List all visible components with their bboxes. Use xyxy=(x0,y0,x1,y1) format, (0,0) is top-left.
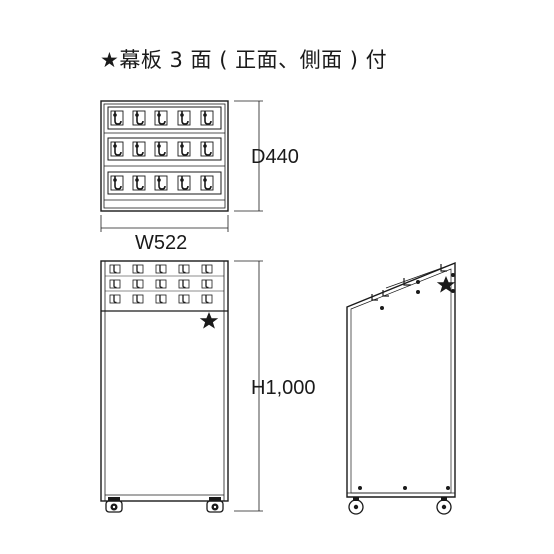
width-dimension-line xyxy=(100,215,229,232)
front-view xyxy=(100,260,229,513)
tray-row-3 xyxy=(107,171,222,195)
depth-dimension-line xyxy=(234,100,263,212)
top-view xyxy=(100,100,229,212)
height-label: H1,000 xyxy=(251,377,316,399)
width-label: W522 xyxy=(135,232,188,254)
caster-wheel-icon xyxy=(105,496,123,513)
tray-row-1 xyxy=(107,106,222,130)
front-hook-grid xyxy=(105,264,224,304)
side-view xyxy=(346,261,456,515)
height-dimension-line xyxy=(234,260,263,512)
depth-label: D440 xyxy=(251,146,299,168)
caster-wheel-icon xyxy=(206,496,224,513)
diagram-title: ★幕板 3 面 ( 正面、側面 ) 付 xyxy=(100,48,388,72)
caster-wheel-icon xyxy=(436,496,452,515)
caster-wheel-icon xyxy=(348,496,364,515)
tray-row-2 xyxy=(107,137,222,161)
